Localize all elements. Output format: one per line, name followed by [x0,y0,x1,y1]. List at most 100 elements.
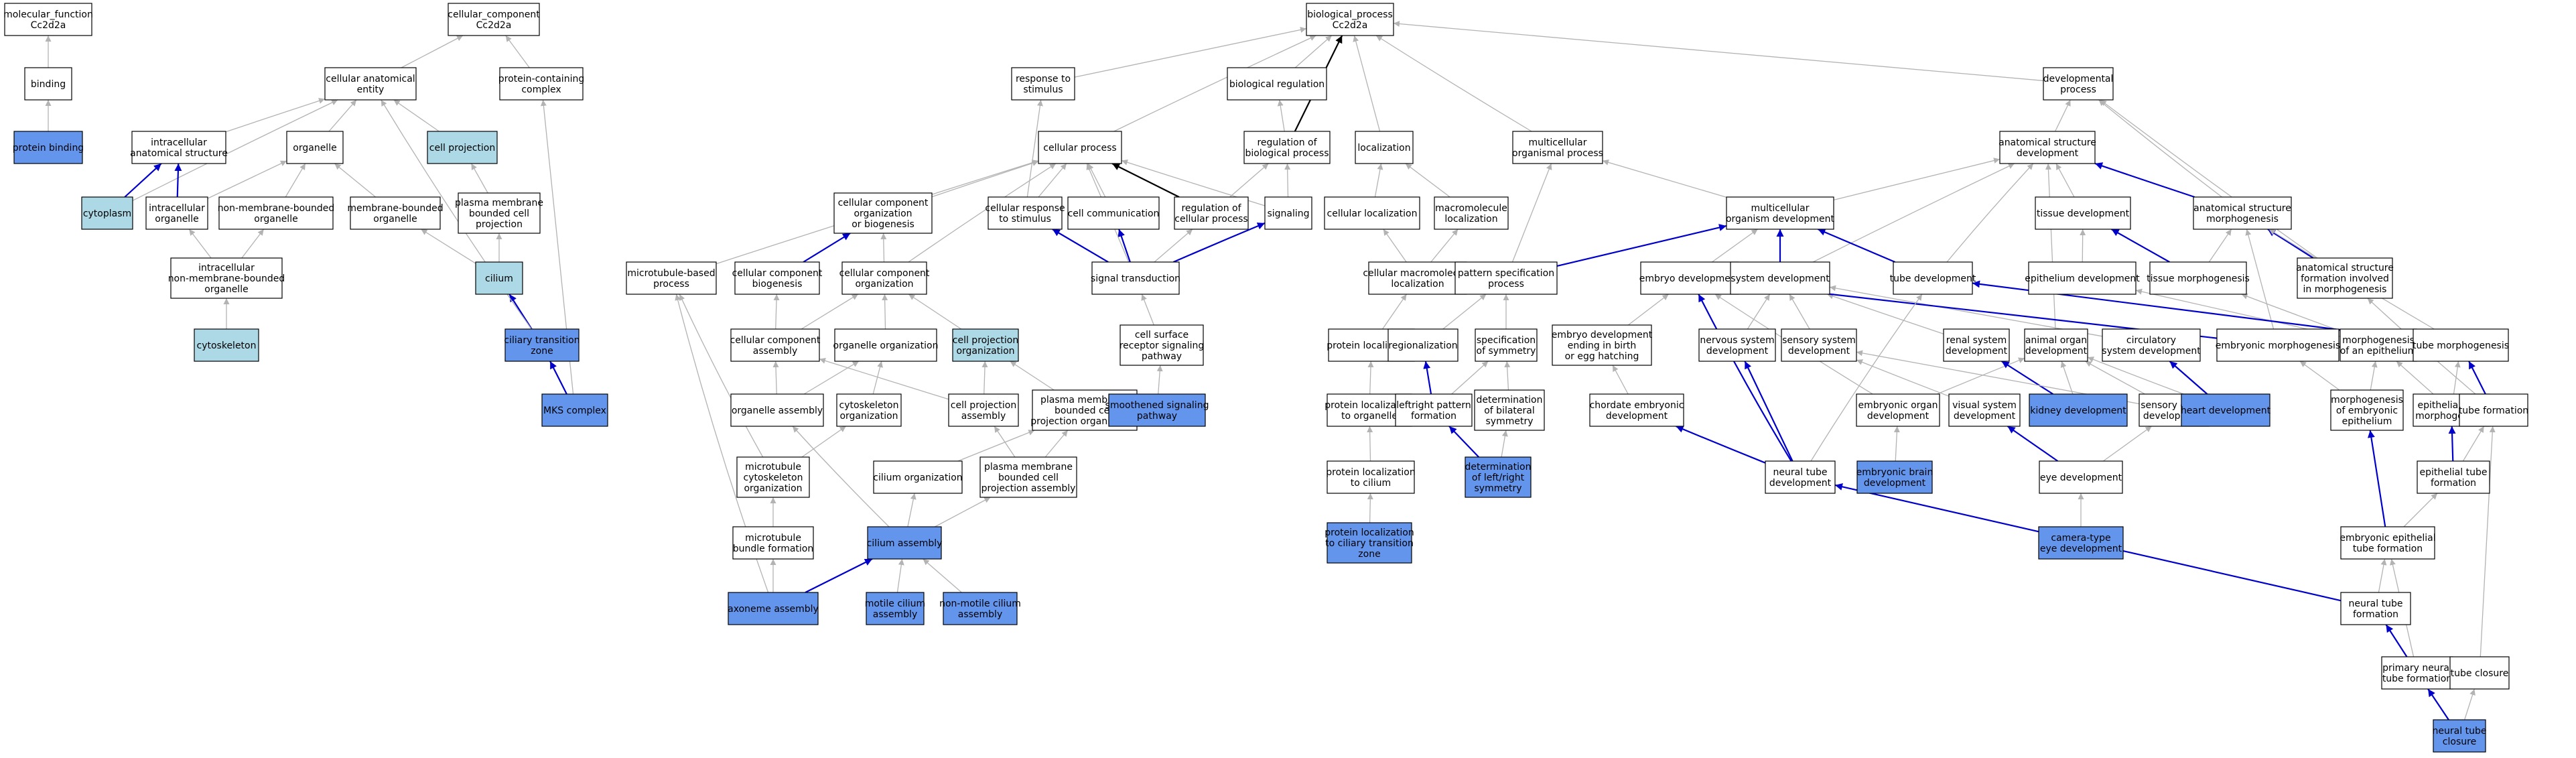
node-label: renal system [1946,335,2007,346]
node-box [1640,261,1739,295]
edge-dls-to-dbs [1501,430,1508,458]
node-box [841,261,927,295]
node-label: multicellular [1751,203,1810,214]
edge-macroloc-to-localization [1405,163,1450,198]
node-box [1434,196,1509,230]
node-box [2043,67,2114,101]
edge-ssp-to-csrsp [1156,365,1163,395]
node-label: anatomical structure [2296,263,2394,273]
edge-sigtrans-to-cellcomm [1117,229,1131,263]
node-protbind: protein binding [13,131,84,164]
node-box [1327,522,1412,564]
node-box [1243,131,1331,164]
edge-orgasm-to-orgorg [803,361,860,395]
node-label: cilium organization [873,472,962,483]
node-label: development [2017,148,2079,159]
edge-eod-to-aod [1937,357,2025,395]
node-box [1475,328,1538,362]
node-box [834,328,937,362]
node-label: anatomical structure [130,148,228,159]
edge-regionalization-to-psp [1442,294,1487,330]
node-box [1856,393,1940,427]
edge-cml-to-cellloc [1383,229,1407,263]
node-label: anatomical structure [2193,203,2291,214]
node-label: molecular_function [3,9,93,20]
node-label: cytoskeleton [839,400,899,411]
node-box [2413,328,2509,362]
node-label: heart development [2181,405,2271,416]
node-label: binding [31,79,66,90]
node-label: assembly [958,609,1002,620]
node-label: microtubule-based [627,268,715,279]
node-box [1730,261,1830,295]
node-label: assembly [753,346,797,357]
node-label: regulation of [1181,203,1241,214]
edge-moee-to-embmorph [2299,361,2340,391]
node-box [732,526,814,560]
edge-cellloc-to-localization [1374,163,1383,198]
node-box [1306,3,1394,36]
node-box [2340,526,2435,560]
node-label: ending in birth [1568,340,1637,351]
node-bioreg: biological regulation [1227,67,1327,101]
node-label: regulation of [1257,137,1317,148]
node-label: or egg hatching [1565,351,1639,362]
node-label: development [2025,346,2088,357]
node-box [1781,328,1857,362]
edge-plto-to-protloc [1367,361,1374,395]
node-box [1726,196,1834,230]
edge-ciliumasm-to-orgasm [792,426,890,527]
node-label: pathway [1142,351,1182,362]
node-label: macromolecule [1435,203,1507,214]
edge-heart-to-aod [2087,357,2184,395]
edge-ebd-to-eod [1893,426,1900,462]
node-label: tube development [1890,273,1976,284]
node-label: eye development [2040,472,2122,483]
node-label: formation [1411,411,1456,422]
edge-pntf-to-ntf [2385,624,2408,657]
edge-cytoplasm-to-cae [132,99,338,201]
node-box [988,196,1063,230]
node-tissuedev: tissue development [2035,196,2131,230]
node-box [2149,261,2247,295]
node-label: to ciliary transition [1325,538,1414,549]
node-box [1324,196,1420,230]
node-label: biological process [1245,148,1329,159]
node-label: axoneme assembly [728,604,819,615]
edge-sysdev-to-asd [1812,163,2015,263]
node-label: organelle [155,214,198,225]
edge-cca-to-ccbio [773,294,780,330]
node-cilium: cilium [475,261,523,295]
node-box [1091,261,1180,295]
node-label: non-motile cilium [939,598,1021,609]
edge-asfim-to-asm [2267,229,2314,259]
edge-organelle-to-cae [328,99,357,132]
node-box [1120,324,1204,366]
node-box [475,261,523,295]
edge-aod-to-asd [2045,163,2056,330]
node-orgasm: organelle assembly [730,393,824,427]
edge-mbo-to-organelle [334,163,377,198]
edge-csrsp-to-sigtrans [1141,294,1154,326]
edge-cml-to-macroloc [1430,229,1459,263]
node-label: MKS complex [543,405,606,416]
edge-protloc-to-cml [1382,294,1407,330]
node-label: plasma membrane [1040,395,1129,405]
node-label: non-membrane-bounded [218,203,335,214]
node-box [2433,719,2486,753]
edge-asm-to-devproc [2098,99,2222,198]
node-label: organelle [293,143,336,153]
node-box [979,456,1077,498]
node-label: cellular localization [1327,208,1418,219]
node-box [1999,131,2096,164]
edge-lrpf-to-specsym [1451,361,1489,395]
node-box [1454,261,1558,295]
node-label: to stimulus [999,214,1051,225]
